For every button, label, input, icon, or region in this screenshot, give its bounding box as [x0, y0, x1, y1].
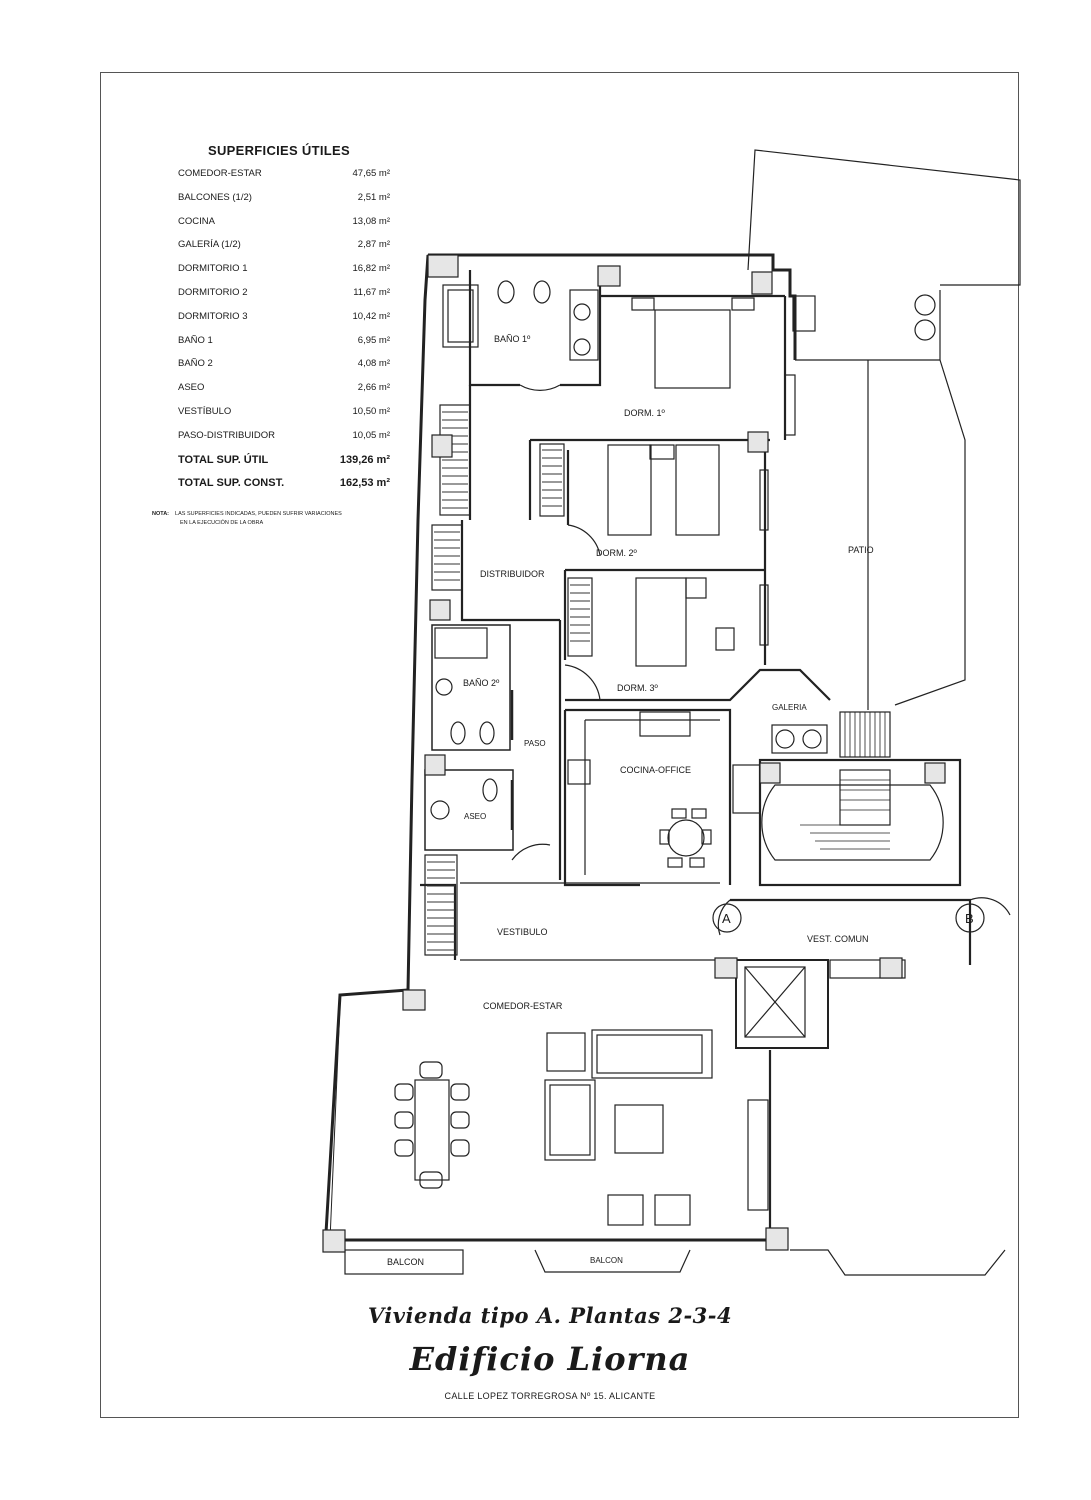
surface-row: BALCONES (1/2) 2,51 m²: [178, 192, 390, 216]
room-label-galeria: GALERIA: [772, 703, 807, 712]
surface-row: COMEDOR-ESTAR 47,65 m²: [178, 168, 390, 192]
surface-row: DORMITORIO 3 10,42 m²: [178, 311, 390, 335]
room-label-paso: PASO: [524, 739, 546, 748]
surface-name: TOTAL SUP. ÚTIL: [178, 453, 269, 466]
surface-value: 4,08 m²: [357, 358, 390, 370]
surface-value: 16,82 m²: [352, 263, 391, 275]
room-label-dorm-3: DORM. 3º: [617, 683, 659, 693]
surface-name: DORMITORIO 3: [178, 310, 248, 322]
surface-name: DORMITORIO 2: [178, 286, 248, 298]
surface-value: 10,50 m²: [352, 405, 391, 417]
surface-value: 6,95 m²: [357, 334, 390, 346]
surface-value: 2,87 m²: [357, 239, 390, 251]
surface-value: 2,66 m²: [357, 382, 390, 394]
room-label-bano-2: BAÑO 2º: [463, 678, 500, 688]
note-label: NOTA:: [152, 511, 170, 517]
room-label-balcon-right: BALCON: [590, 1256, 623, 1265]
surfaces-title: SUPERFICIES ÚTILES: [208, 143, 350, 158]
surface-row: VESTÍBULO 10,50 m²: [178, 406, 390, 430]
room-label-balcon-left: BALCON: [387, 1257, 424, 1267]
surface-row: DORMITORIO 1 16,82 m²: [178, 263, 390, 287]
surfaces-table: COMEDOR-ESTAR 47,65 m² BALCONES (1/2) 2,51 …: [178, 168, 390, 501]
surface-name: GALERÍA (1/2): [178, 239, 241, 251]
neighbour-outline: [747, 149, 1021, 286]
building-name: Edificio Liorna: [409, 1340, 691, 1378]
room-label-dorm-1: DORM. 1º: [624, 408, 666, 418]
surface-value: 2,51 m²: [357, 191, 390, 203]
room-label-comedor-estar: COMEDOR-ESTAR: [483, 1001, 563, 1011]
surface-value: 139,26 m²: [339, 453, 390, 466]
surface-name: TOTAL SUP. CONST.: [178, 477, 285, 490]
surface-name: BALCONES (1/2): [178, 191, 252, 203]
room-label-aseo: ASEO: [464, 812, 486, 821]
surface-value: 13,08 m²: [352, 215, 391, 227]
surface-name: VESTÍBULO: [178, 405, 232, 417]
room-label-distribuidor: DISTRIBUIDOR: [480, 569, 545, 579]
surface-name: DORMITORIO 1: [178, 263, 248, 275]
note-line-1: LAS SUPERFICIES INDICADAS, PUEDEN SUFRIR…: [175, 511, 342, 517]
room-label-cocina-office: COCINA-OFFICE: [620, 765, 691, 775]
note-line-2: EN LA EJECUCIÓN DE LA OBRA: [180, 520, 264, 526]
surface-name: ASEO: [178, 382, 205, 394]
room-label-dorm-2: DORM. 2º: [596, 548, 638, 558]
room-label-bano-1: BAÑO 1º: [494, 334, 531, 344]
building-address: CALLE LOPEZ TORREGROSA Nº 15. ALICANTE: [444, 1391, 656, 1401]
marker-a: A: [722, 911, 731, 926]
surface-value: 10,05 m²: [352, 429, 391, 441]
room-label-patio: PATIO: [848, 545, 874, 555]
surface-name: PASO-DISTRIBUIDOR: [178, 429, 275, 441]
surfaces-note: NOTA: LAS SUPERFICIES INDICADAS, PUEDEN S…: [152, 510, 392, 528]
marker-b: B: [965, 911, 974, 926]
room-label-vestibulo: VESTIBULO: [497, 927, 548, 937]
surface-name: COMEDOR-ESTAR: [178, 168, 262, 179]
surface-value: 162,53 m²: [339, 477, 390, 490]
plan-subtitle: Vivienda tipo A. Plantas 2-3-4: [367, 1303, 733, 1328]
surface-name: BAÑO 1: [178, 334, 213, 346]
surface-row: BAÑO 1 6,95 m²: [178, 335, 390, 359]
surface-total-row: TOTAL SUP. CONST. 162,53 m²: [178, 477, 390, 501]
surface-row: GALERÍA (1/2) 2,87 m²: [178, 239, 390, 263]
surface-value: 10,42 m²: [352, 310, 391, 322]
drawing-frame: [100, 72, 1019, 1418]
surface-total-row: TOTAL SUP. ÚTIL 139,26 m²: [178, 454, 390, 478]
surface-row: BAÑO 2 4,08 m²: [178, 358, 390, 382]
room-label-vest-comun: VEST. COMUN: [807, 934, 869, 944]
surface-row: ASEO 2,66 m²: [178, 382, 390, 406]
surface-row: COCINA 13,08 m²: [178, 216, 390, 240]
surface-value: 11,67 m²: [353, 286, 390, 298]
surface-value: 47,65 m²: [352, 168, 391, 179]
surface-name: COCINA: [178, 215, 215, 227]
surface-name: BAÑO 2: [178, 358, 213, 370]
surface-row: DORMITORIO 2 11,67 m²: [178, 287, 390, 311]
surface-row: PASO-DISTRIBUIDOR 10,05 m²: [178, 430, 390, 454]
